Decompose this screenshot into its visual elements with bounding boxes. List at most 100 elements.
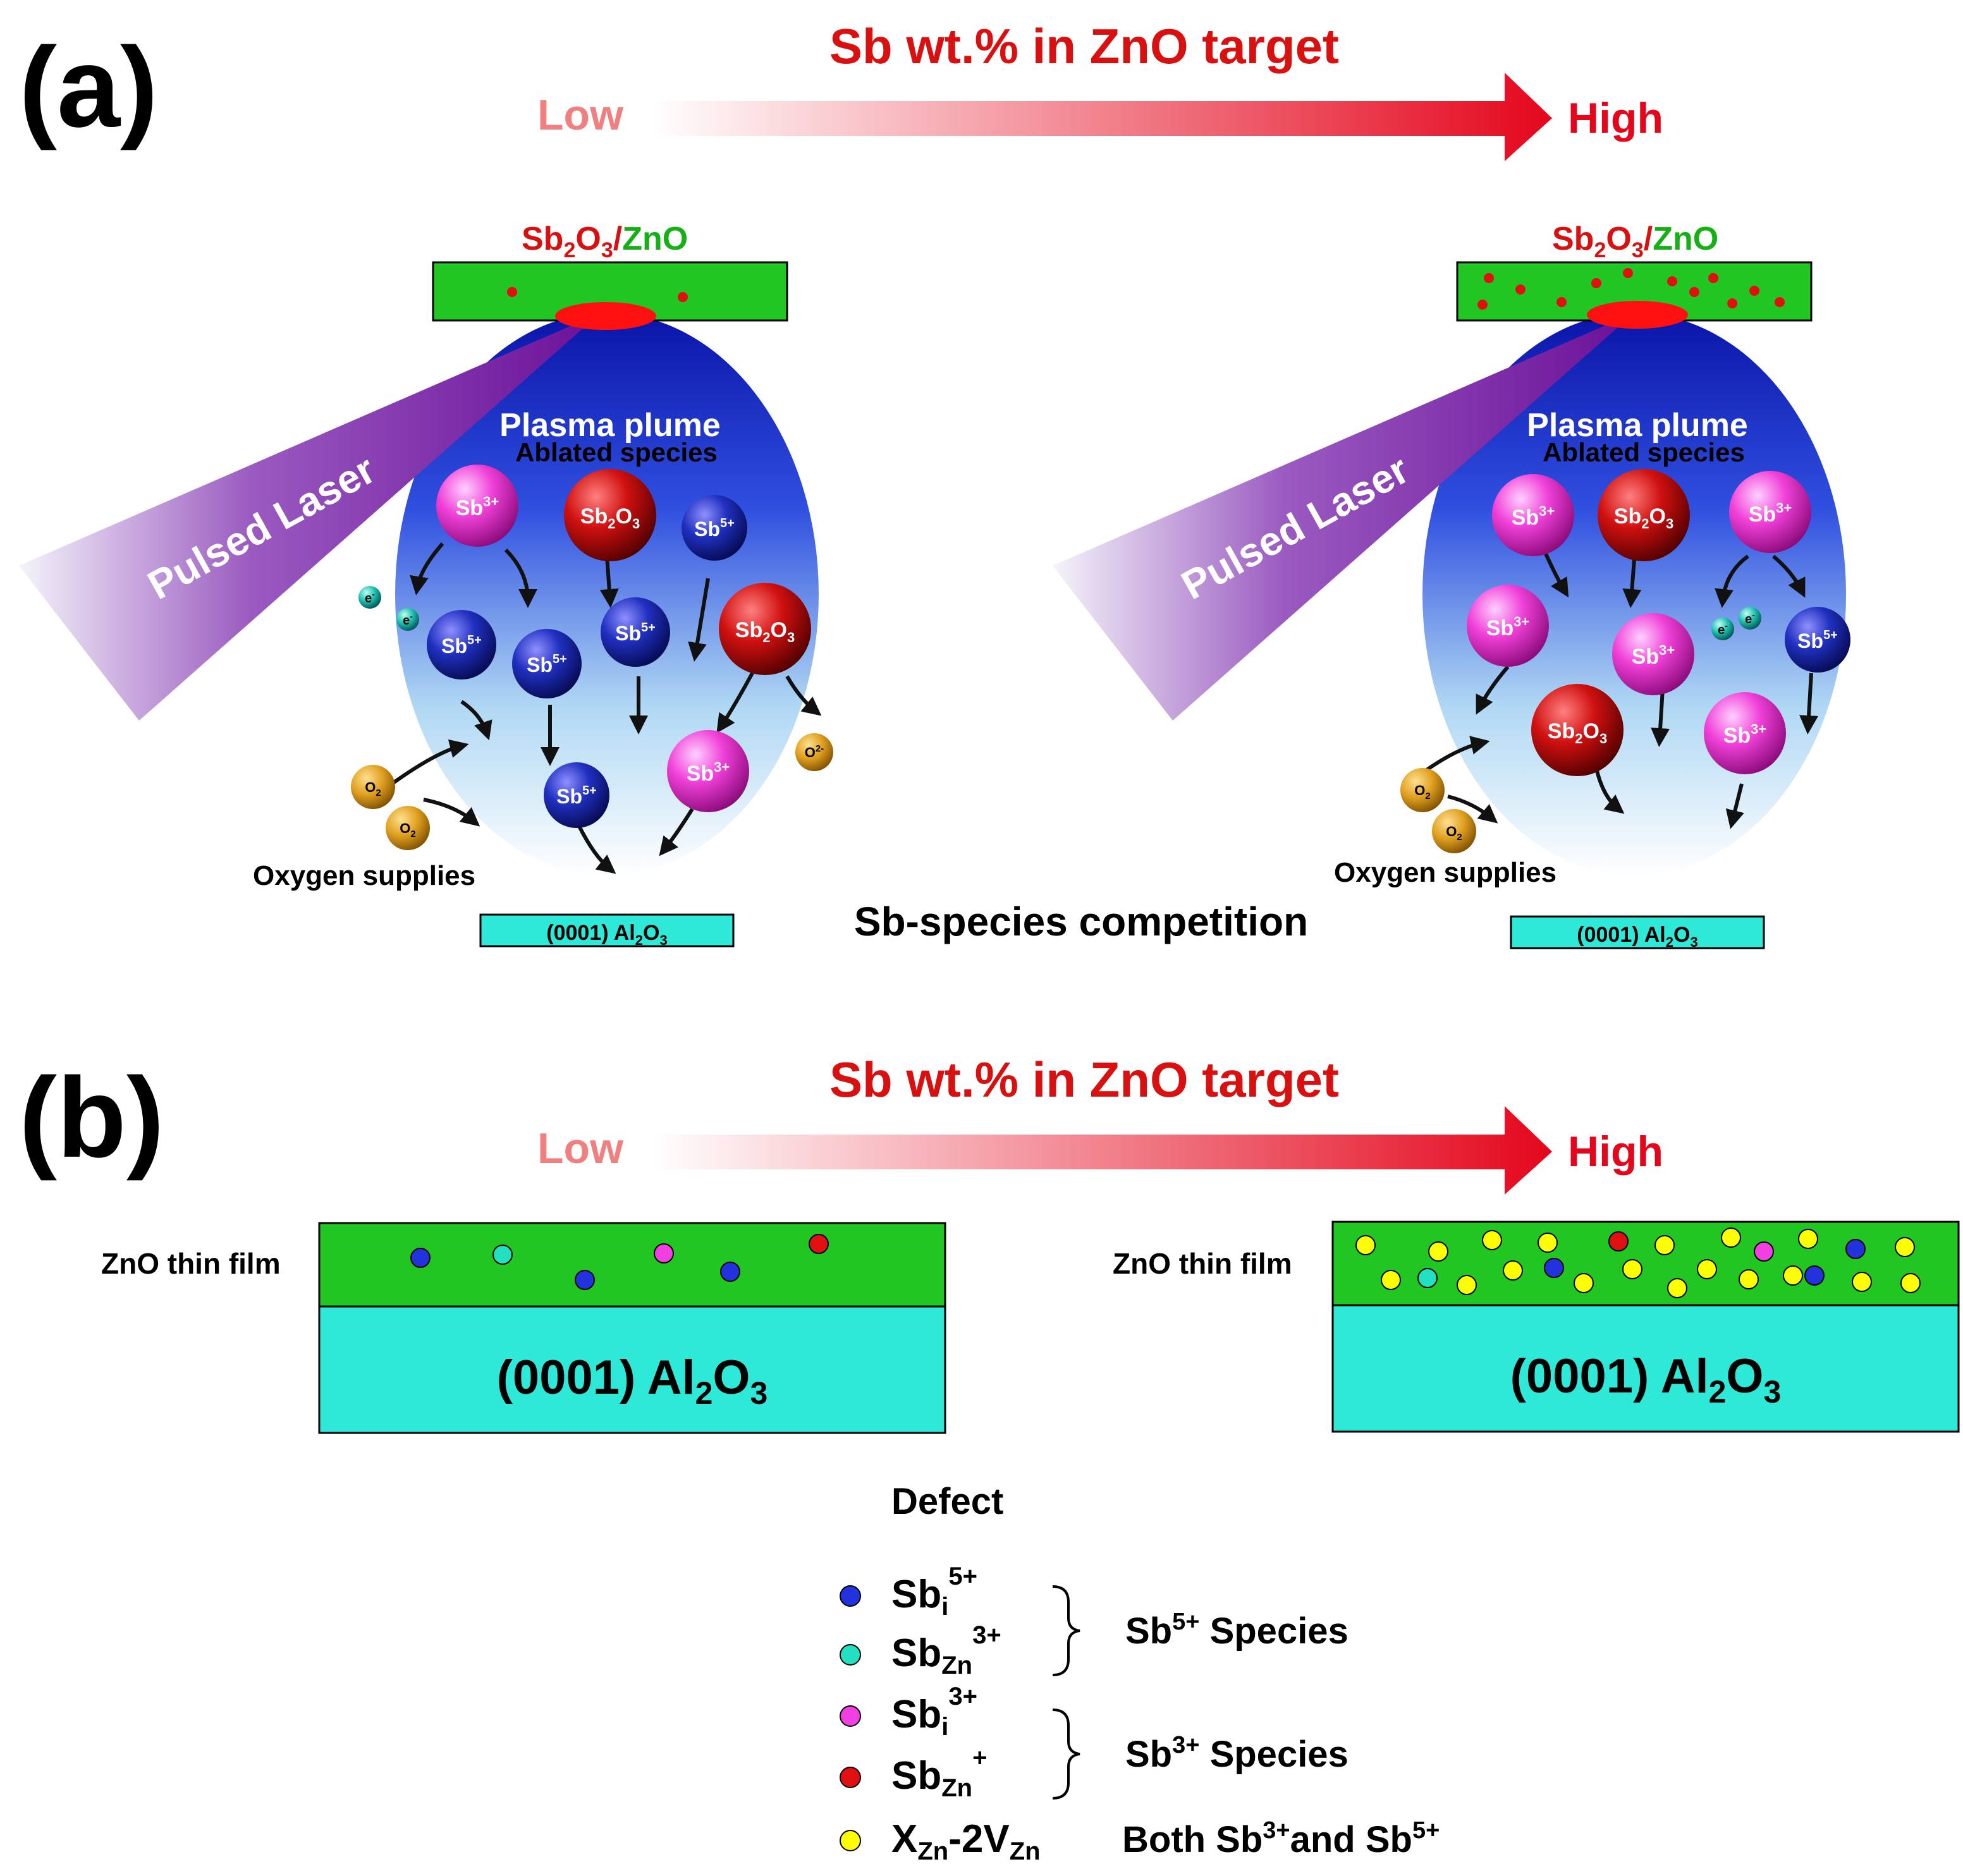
species-sb3-ball: Sb3+ [1704, 692, 1786, 774]
electron-ball: e- [1711, 618, 1734, 640]
species-sb5-ball: Sb5+ [1785, 607, 1850, 673]
oxygen-molecule-ball: O2 [1432, 809, 1476, 853]
svg-text:Sb3+: Sb3+ [687, 759, 730, 786]
sb2o3-grain [678, 292, 688, 302]
al2o3-substrate [318, 1305, 946, 1434]
svg-text:Sb5+: Sb5+ [441, 633, 482, 657]
ablation-spot [1587, 301, 1688, 329]
legend-brace-sb3 [1052, 1708, 1080, 1800]
svg-text:SbZn+: SbZn+ [891, 1744, 987, 1802]
oxygen-molecule-ball: O2 [351, 765, 395, 809]
substrate-small-label: (0001) Al2O3 [546, 921, 667, 948]
arrow-low-label: Low [537, 91, 624, 139]
species-sb3-ball: Sb3+ [667, 730, 749, 812]
film-stack-low: ZnO thin film (0001) Al2O3 [101, 1222, 946, 1434]
oxygen-molecule-ball: O2 [386, 806, 430, 850]
electron-ball: e- [1739, 607, 1761, 630]
species-sb5-ball: Sb5+ [682, 495, 747, 561]
concentration-arrow-a: Sb wt.% in ZnO target Low High [537, 18, 1663, 161]
al2o3-substrate [1331, 1304, 1960, 1433]
arrow-high-label: High [1568, 94, 1663, 142]
svg-text:Sb3+: Sb3+ [1749, 500, 1792, 527]
oxygen-molecule-ball: O2 [1400, 768, 1445, 812]
species-sb3-ball: Sb3+ [1729, 471, 1811, 553]
electron-ball: e- [396, 608, 419, 631]
arrow-title: Sb wt.% in ZnO target [829, 18, 1339, 74]
film-label: ZnO thin film [1113, 1247, 1292, 1280]
species-sb5-ball: Sb5+ [427, 610, 496, 679]
svg-text:Sb5+: Sb5+ [615, 621, 656, 645]
substrate-small [479, 913, 735, 947]
arrow-low-label: Low [537, 1124, 624, 1172]
svg-text:XZn-2VZn: XZn-2VZn [891, 1817, 1041, 1865]
species-sb5-ball: Sb5+ [544, 762, 609, 828]
panel-a-label: (a) [19, 24, 158, 151]
trajectory-arrows [1415, 545, 1819, 829]
species-sb2o3-ball: Sb2O3 [564, 469, 656, 561]
species-sb2o3-ball: Sb2O3 [719, 583, 811, 675]
plume-title: Plasma plume [1527, 407, 1748, 444]
trajectory-arrows [391, 542, 822, 874]
svg-text:O2: O2 [400, 820, 415, 839]
pulsed-laser-beam [1053, 313, 1634, 721]
plume-subtitle: Ablated species [515, 437, 718, 467]
legend-both: Both Sb3+and Sb5+ [1122, 1817, 1440, 1860]
svg-text:Sb5+: Sb5+ [556, 784, 597, 808]
svg-text:Sb3+: Sb3+ [456, 494, 499, 520]
svg-text:O2: O2 [1414, 783, 1430, 801]
species-sb5-ball: Sb5+ [512, 629, 582, 698]
svg-text:Sb3+: Sb3+ [1632, 642, 1675, 669]
plume-title: Plasma plume [499, 407, 721, 444]
species-sb3-ball: Sb3+ [1467, 585, 1549, 667]
pulsed-laser-beam [19, 313, 601, 721]
svg-text:Sb2O3: Sb2O3 [735, 618, 795, 645]
svg-text:Sb2O3: Sb2O3 [1614, 504, 1673, 532]
substrate-small [1510, 915, 1765, 949]
oxygen-supplies-label: Oxygen supplies [253, 860, 475, 891]
svg-text:Sbi5+: Sbi5+ [891, 1562, 977, 1621]
substrate-label: (0001) Al2O3 [1510, 1349, 1782, 1410]
pld-setup-high: Pulsed Laser Sb2O3/ZnO Plasma plume Abla… [1053, 221, 1850, 950]
legend-title: Defect [891, 1481, 1003, 1522]
svg-text:O2: O2 [365, 779, 381, 798]
legend-item-sbzn: SbZn+ [840, 1744, 987, 1802]
legend-group-sb3: Sb3+ Species [1125, 1732, 1348, 1775]
legend-group-sb5: Sb5+ Species [1125, 1609, 1348, 1652]
electron-ball: e- [358, 586, 381, 609]
defect-dots [410, 1234, 829, 1290]
plume-subtitle: Ablated species [1543, 437, 1745, 467]
svg-text:O2: O2 [1446, 824, 1462, 843]
svg-text:Sb5+: Sb5+ [694, 516, 735, 540]
legend-item-sbi5: Sbi5+ [840, 1562, 977, 1621]
svg-text:Sb3+: Sb3+ [1512, 503, 1555, 530]
svg-text:Sb5+: Sb5+ [527, 652, 567, 676]
target-label: Sb2O3/ZnO [1552, 221, 1718, 262]
species-sb3-ball: Sb3+ [1492, 474, 1574, 556]
svg-text:e-: e- [365, 589, 375, 606]
svg-text:Sb5+: Sb5+ [1797, 628, 1838, 652]
svg-text:e-: e- [403, 611, 413, 628]
substrate-label: (0001) Al2O3 [497, 1351, 768, 1411]
target-label: Sb2O3/ZnO [522, 221, 688, 262]
species-sb3-ball: Sb3+ [436, 465, 518, 547]
species-sb2o3-ball: Sb2O3 [1531, 684, 1624, 776]
svg-text:e-: e- [1718, 621, 1728, 637]
svg-text:O2-: O2- [805, 743, 824, 760]
legend-item-xzn: XZn-2VZn [840, 1817, 1041, 1865]
species-competition-label: Sb-species competition [854, 899, 1308, 944]
concentration-arrow-b: Sb wt.% in ZnO target Low High [537, 1052, 1663, 1195]
legend-brace-sb5 [1052, 1585, 1080, 1676]
gradient-arrow-shape [651, 73, 1552, 161]
film-label: ZnO thin film [101, 1247, 281, 1280]
oxygen-ion-ball: O2- [795, 733, 833, 771]
pld-setup-low: Pulsed Laser Sb2O3/ZnO Plasma plume Abla… [19, 221, 833, 948]
ablation-spot [555, 302, 656, 330]
species-sb5-ball: Sb5+ [601, 597, 670, 667]
svg-text:Sb3+: Sb3+ [1723, 721, 1767, 748]
defect-legend: Defect Sbi5+ SbZn3+ Sbi3+ SbZn+ XZn-2VZn… [840, 1481, 1440, 1865]
arrow-high-label: High [1568, 1128, 1663, 1176]
svg-text:e-: e- [1745, 610, 1755, 626]
gradient-arrow-shape [651, 1106, 1552, 1195]
svg-text:Sb3+: Sb3+ [1486, 614, 1530, 640]
